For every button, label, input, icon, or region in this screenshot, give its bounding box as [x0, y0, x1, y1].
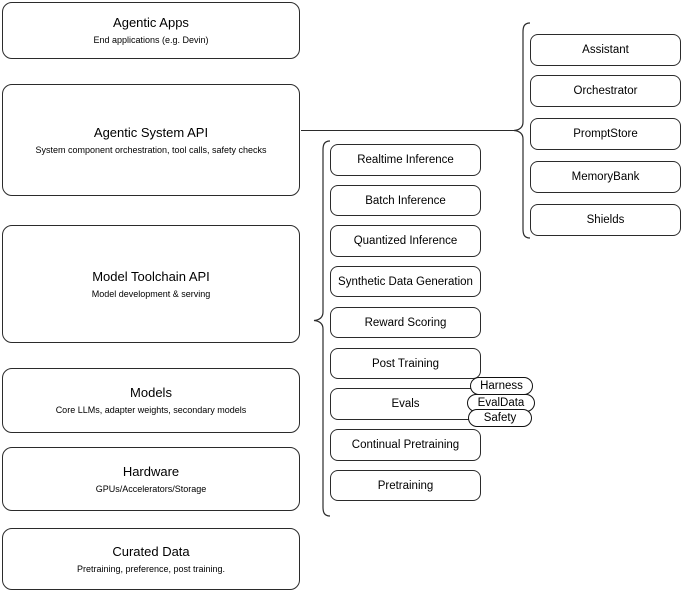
eval-tag-label: Safety [483, 411, 517, 424]
layer-title: Model Toolchain API [92, 268, 210, 284]
stack-layer-hardware[interactable]: Hardware GPUs/Accelerators/Storage [2, 447, 300, 511]
component-label: Post Training [371, 357, 440, 370]
stack-layer-agentic-apps[interactable]: Agentic Apps End applications (e.g. Devi… [2, 2, 300, 59]
layer-subtitle: System component orchestration, tool cal… [35, 144, 267, 155]
system-component-promptstore[interactable]: PromptStore [530, 118, 681, 150]
connector-system-api-to-components [301, 130, 514, 131]
layer-subtitle: Core LLMs, adapter weights, secondary mo… [55, 405, 247, 415]
component-label: Batch Inference [365, 194, 446, 207]
component-label: Pretraining [377, 479, 434, 492]
layer-title: Hardware [122, 463, 180, 479]
eval-tag-harness[interactable]: Harness [470, 377, 533, 395]
toolchain-component-batch-inference[interactable]: Batch Inference [330, 185, 481, 216]
toolchain-component-continual-pretraining[interactable]: Continual Pretraining [330, 429, 481, 461]
component-label: Quantized Inference [353, 235, 458, 247]
layer-subtitle: Pretraining, preference, post training. [76, 563, 226, 574]
layer-subtitle: Model development & serving [91, 288, 211, 299]
layer-subtitle: GPUs/Accelerators/Storage [95, 483, 207, 494]
toolchain-component-pretraining[interactable]: Pretraining [330, 470, 481, 501]
component-label: Orchestrator [573, 85, 638, 97]
system-component-assistant[interactable]: Assistant [530, 34, 681, 66]
toolchain-component-quantized-inference[interactable]: Quantized Inference [330, 225, 481, 257]
component-label: PromptStore [573, 128, 638, 140]
toolchain-component-post-training[interactable]: Post Training [330, 348, 481, 379]
component-label: Continual Pretraining [351, 439, 460, 451]
brace-system-components [513, 22, 531, 239]
system-component-memorybank[interactable]: MemoryBank [530, 161, 681, 193]
component-label: Assistant [582, 44, 629, 56]
component-label: Evals [391, 398, 420, 410]
toolchain-component-synthetic-data-generation[interactable]: Synthetic Data Generation [330, 266, 481, 297]
toolchain-component-realtime-inference[interactable]: Realtime Inference [330, 144, 481, 176]
stack-layer-model-toolchain-api[interactable]: Model Toolchain API Model development & … [2, 225, 300, 343]
layer-title: Curated Data [112, 543, 190, 559]
stack-layer-curated-data[interactable]: Curated Data Pretraining, preference, po… [2, 528, 300, 590]
layer-title: Models [130, 385, 172, 400]
eval-tag-safety[interactable]: Safety [468, 409, 532, 427]
component-label: Reward Scoring [364, 316, 447, 329]
system-component-orchestrator[interactable]: Orchestrator [530, 75, 681, 107]
eval-tag-label: Harness [480, 379, 523, 392]
component-label: Synthetic Data Generation [338, 275, 473, 288]
component-label: Shields [586, 214, 625, 226]
stack-layer-agentic-system-api[interactable]: Agentic System API System component orch… [2, 84, 300, 196]
eval-tag-label: EvalData [477, 396, 525, 409]
brace-toolchain-components [313, 140, 331, 517]
component-label: Realtime Inference [357, 154, 454, 166]
toolchain-component-reward-scoring[interactable]: Reward Scoring [330, 307, 481, 338]
toolchain-component-evals[interactable]: Evals [330, 388, 481, 420]
layer-subtitle: End applications (e.g. Devin) [93, 35, 209, 45]
system-component-shields[interactable]: Shields [530, 204, 681, 236]
stack-layer-models[interactable]: Models Core LLMs, adapter weights, secon… [2, 368, 300, 433]
layer-title: Agentic System API [93, 124, 209, 140]
layer-title: Agentic Apps [113, 15, 189, 30]
component-label: MemoryBank [571, 171, 640, 183]
